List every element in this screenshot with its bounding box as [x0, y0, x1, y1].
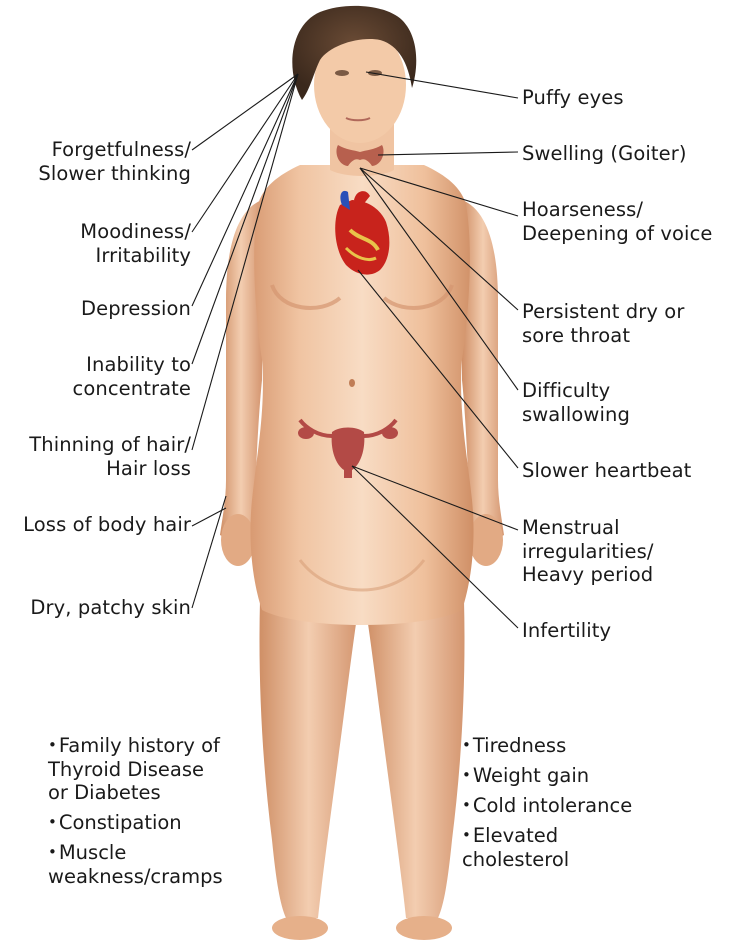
list-item-text: Weight gain [473, 764, 589, 787]
list-item-text: Muscle weakness/cramps [48, 841, 223, 888]
bullet-icon: • [48, 736, 57, 754]
right-leg [366, 600, 465, 918]
label-menstrual: Menstrual irregularities/ Heavy period [522, 516, 654, 587]
label-dry-skin: Dry, patchy skin [30, 596, 191, 620]
list-item: •Constipation [48, 811, 223, 835]
leader-line [192, 508, 226, 526]
symptom-list-left: •Family history of Thyroid Disease or Di… [48, 734, 223, 895]
label-concentrate: Inability to concentrate [73, 353, 191, 400]
label-goiter: Swelling (Goiter) [522, 142, 687, 166]
left-eye [335, 70, 349, 76]
list-item-text: Cold intolerance [473, 794, 632, 817]
label-forgetfulness: Forgetfulness/ Slower thinking [38, 138, 191, 185]
bullet-icon: • [462, 766, 471, 784]
leader-line [378, 152, 518, 155]
list-item: •Muscle weakness/cramps [48, 841, 223, 888]
bullet-icon: • [462, 796, 471, 814]
label-hair-loss: Thinning of hair/ Hair loss [29, 433, 191, 480]
left-hand [221, 514, 255, 566]
label-depression: Depression [81, 297, 191, 321]
list-item-text: Tiredness [473, 734, 566, 757]
label-infertility: Infertility [522, 619, 611, 643]
label-hoarseness: Hoarseness/ Deepening of voice [522, 198, 713, 245]
label-heartbeat: Slower heartbeat [522, 459, 691, 483]
label-moodiness: Moodiness/ Irritability [80, 220, 191, 267]
bullet-icon: • [48, 813, 57, 831]
ovary-left [298, 427, 314, 439]
leader-line [192, 496, 226, 608]
leader-line [192, 74, 298, 150]
symptom-list-right: •Tiredness •Weight gain •Cold intoleranc… [462, 734, 632, 878]
list-item-text: Family history of Thyroid Disease or Dia… [48, 734, 220, 804]
right-foot [396, 916, 452, 940]
bullet-icon: • [48, 843, 57, 861]
list-item: •Cold intolerance [462, 794, 632, 818]
list-item: •Tiredness [462, 734, 632, 758]
label-sore-throat: Persistent dry or sore throat [522, 300, 684, 347]
list-item: •Family history of Thyroid Disease or Di… [48, 734, 223, 805]
bullet-icon: • [462, 736, 471, 754]
label-body-hair: Loss of body hair [23, 513, 191, 537]
bullet-icon: • [462, 826, 471, 844]
label-swallowing: Difficulty swallowing [522, 379, 630, 426]
list-item: •Weight gain [462, 764, 632, 788]
left-leg [260, 600, 359, 918]
left-foot [272, 916, 328, 940]
list-item: •Elevated cholesterol [462, 824, 632, 871]
list-item-text: Elevated cholesterol [462, 824, 569, 871]
ovary-right [382, 427, 398, 439]
label-puffy-eyes: Puffy eyes [522, 86, 624, 110]
navel [349, 379, 355, 387]
list-item-text: Constipation [59, 811, 182, 834]
